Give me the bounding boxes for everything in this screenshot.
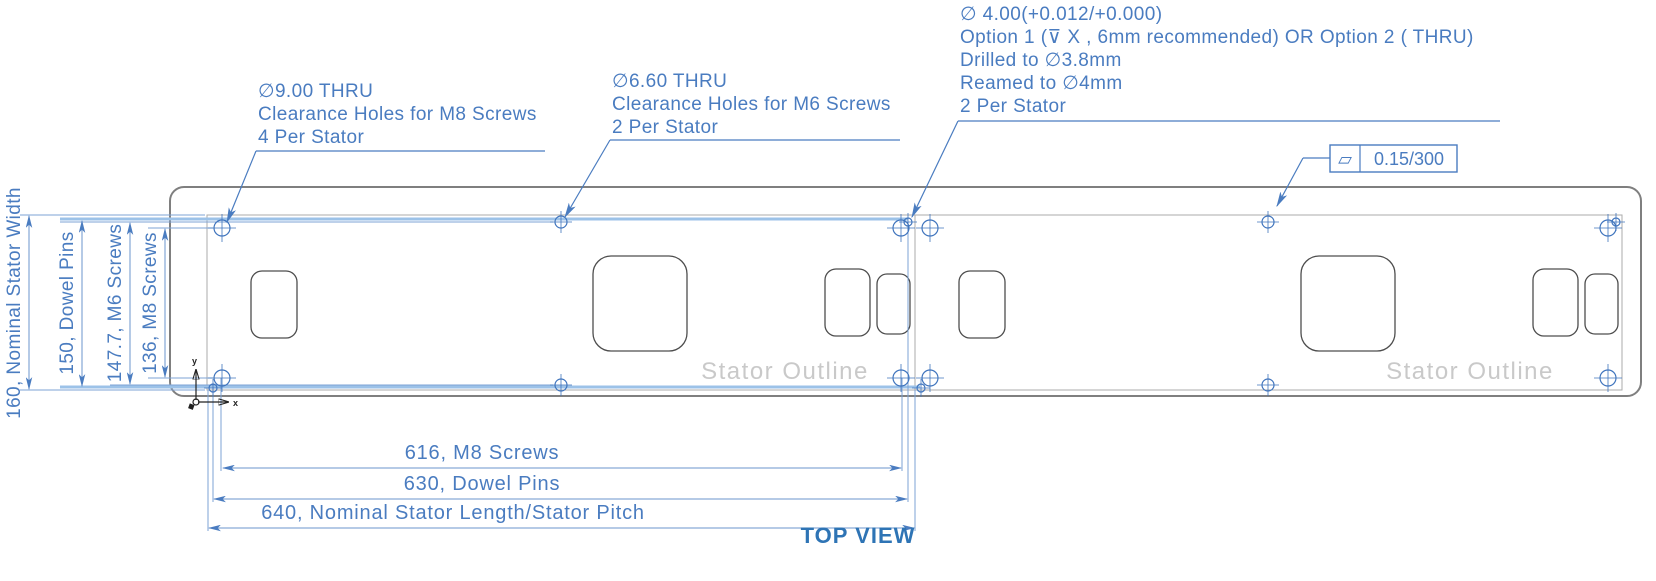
cutout-right-b-s1: [876, 273, 911, 335]
dim-dowel-pins-vertical[interactable]: 150, Dowel Pins: [57, 219, 86, 388]
dim-m8-screws-vertical[interactable]: 136, M8 Screws: [140, 227, 169, 379]
dim-m8-screws-horizontal[interactable]: 616, M8 Screws: [221, 442, 903, 472]
m8-hole: [887, 214, 915, 242]
cutout-large-center-s1: [592, 255, 688, 352]
callout-dowel-leader: [911, 120, 959, 219]
callout-m6-line3[interactable]: 2 Per Stator: [612, 117, 718, 138]
m8-hole: [916, 214, 944, 242]
view-title: TOP VIEW: [801, 523, 916, 548]
cutout-small-left-s2: [958, 270, 1006, 339]
callout-m8-line2[interactable]: Clearance Holes for M8 Screws: [258, 104, 537, 125]
callout-dowel-holes[interactable]: ∅ 4.00(+0.012/+0.000) Option 1 (⊽ X , 6m…: [911, 4, 1500, 219]
callout-m8-leader: [226, 150, 257, 224]
m8-hole: [1594, 364, 1622, 392]
m8-hole: [208, 214, 236, 242]
dim-label-m8-screws-h[interactable]: 616, M8 Screws: [405, 442, 560, 464]
stator2-outline: [914, 214, 1623, 391]
cutout-right-b-s2: [1584, 273, 1619, 335]
m6-holes[interactable]: [550, 211, 1279, 396]
callout-dowel-line4[interactable]: Reamed to ∅4mm: [960, 73, 1123, 94]
dim-label-m6-screws-v[interactable]: 147.7, M6 Screws: [105, 224, 126, 382]
y-axis-label: y: [192, 356, 197, 366]
callout-m6-line1[interactable]: ∅6.60 THRU: [612, 71, 727, 92]
cutout-right-a-s2: [1532, 268, 1579, 337]
dowel-hole: [1607, 213, 1625, 231]
dim-label-stator-width[interactable]: 160, Nominal Stator Width: [4, 187, 25, 419]
callout-dowel-line1[interactable]: ∅ 4.00(+0.012/+0.000): [960, 4, 1162, 25]
z-axis-glyph: [188, 403, 195, 410]
dowel-holes[interactable]: [204, 213, 1625, 397]
m6-hole: [1257, 211, 1279, 233]
flatness-symbol-icon: ▱: [1338, 149, 1352, 169]
dim-stator-length[interactable]: 640, Nominal Stator Length/Stator Pitch: [207, 502, 916, 532]
dowel-hole: [204, 379, 222, 397]
callout-m8-line3[interactable]: 4 Per Stator: [258, 127, 364, 148]
dowel-hole: [912, 379, 930, 397]
dim-m6-screws-vertical[interactable]: 147.7, M6 Screws: [105, 221, 134, 386]
cutout-large-center-s2: [1300, 255, 1396, 352]
m8-holes[interactable]: [208, 214, 1622, 392]
callout-dowel-line2[interactable]: Option 1 (⊽ X , 6mm recommended) OR Opti…: [960, 27, 1474, 48]
dim-nominal-stator-width[interactable]: 160, Nominal Stator Width: [4, 187, 33, 419]
m8-hole: [916, 364, 944, 392]
cutout-small-left-s1: [250, 270, 298, 339]
dim-label-m8-screws-v[interactable]: 136, M8 Screws: [140, 232, 161, 374]
origin-triad: y x: [188, 356, 238, 410]
x-axis-label: x: [233, 398, 238, 408]
origin-point: [192, 398, 200, 406]
callout-m6-holes[interactable]: ∅6.60 THRU Clearance Holes for M6 Screws…: [564, 71, 900, 219]
dowel-hole: [899, 213, 917, 231]
callout-dowel-line3[interactable]: Drilled to ∅3.8mm: [960, 50, 1122, 71]
callout-dowel-line5[interactable]: 2 Per Stator: [960, 96, 1066, 117]
callout-m6-leader: [564, 139, 611, 219]
stator1-outline-label: Stator Outline: [701, 358, 869, 385]
callout-m6-line2[interactable]: Clearance Holes for M6 Screws: [612, 94, 891, 115]
callout-m8-line1[interactable]: ∅9.00 THRU: [258, 81, 373, 102]
stator2-outline-label: Stator Outline: [1386, 358, 1554, 385]
callout-m8-holes[interactable]: ∅9.00 THRU Clearance Holes for M8 Screws…: [226, 81, 545, 224]
fcf-box: [1329, 144, 1458, 173]
m6-hole: [550, 374, 572, 396]
fcf-leader: [1276, 157, 1304, 208]
m6-hole: [1257, 374, 1279, 396]
m8-hole: [208, 364, 236, 392]
dim-label-stator-length[interactable]: 640, Nominal Stator Length/Stator Pitch: [261, 502, 645, 524]
m6-hole: [550, 211, 572, 233]
flatness-frame[interactable]: ▱ 0.15/300: [1276, 144, 1458, 208]
dim-label-dowel-pins-v[interactable]: 150, Dowel Pins: [57, 231, 78, 374]
fcf-value[interactable]: 0.15/300: [1374, 149, 1444, 169]
cutout-right-a-s1: [824, 268, 871, 337]
m8-hole: [887, 364, 915, 392]
dim-dowel-pins-horizontal[interactable]: 630, Dowel Pins: [212, 473, 909, 503]
dim-label-dowel-pins-h[interactable]: 630, Dowel Pins: [404, 473, 561, 495]
